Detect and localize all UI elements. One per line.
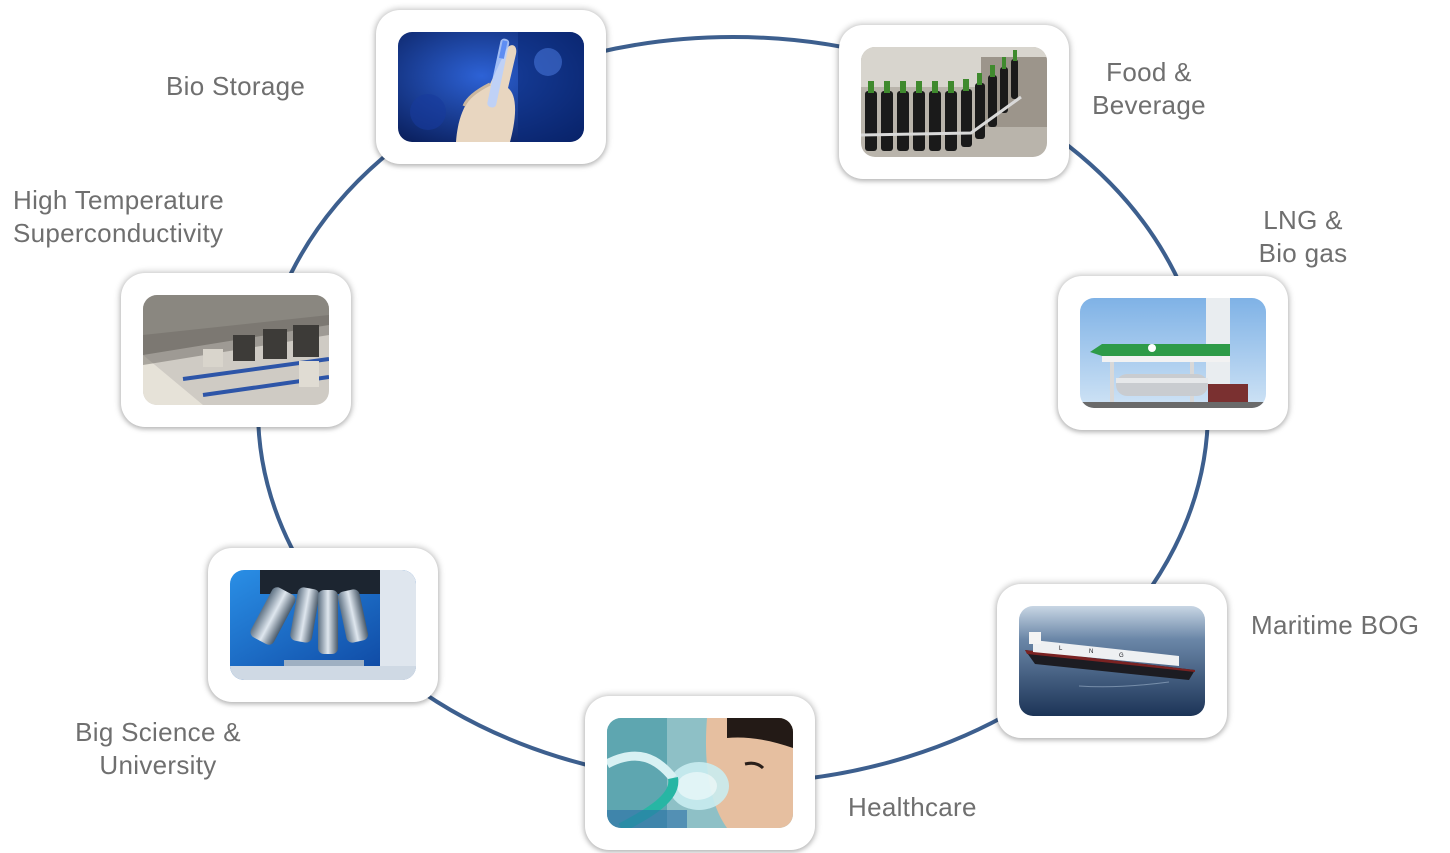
- node-hts: [121, 273, 351, 427]
- big-science-image: [230, 570, 416, 680]
- bio-storage-image: [398, 32, 584, 142]
- svg-text:L: L: [1059, 646, 1063, 652]
- food-beverage-image: [861, 47, 1047, 157]
- node-lng-biogas: [1058, 276, 1288, 430]
- node-big-science: [208, 548, 438, 702]
- healthcare-image: [607, 718, 793, 828]
- label-hts: High Temperature Superconductivity: [13, 185, 224, 248]
- lng-biogas-image: [1080, 298, 1266, 408]
- label-maritime-bog: Maritime BOG: [1251, 610, 1420, 640]
- node-maritime-bog: L N G: [997, 584, 1227, 738]
- node-healthcare: [585, 696, 815, 850]
- node-bio-storage: [376, 10, 606, 164]
- label-food-beverage: Food & Beverage: [1092, 57, 1206, 120]
- maritime-bog-image: L N G: [1019, 606, 1205, 716]
- svg-text:G: G: [1119, 653, 1124, 659]
- svg-text:N: N: [1089, 649, 1093, 655]
- label-lng-biogas: LNG & Bio gas: [1258, 205, 1348, 268]
- hts-image: [143, 295, 329, 405]
- label-healthcare: Healthcare: [848, 792, 977, 822]
- label-big-science: Big Science & University: [75, 717, 241, 780]
- label-bio-storage: Bio Storage: [166, 71, 306, 101]
- node-food-beverage: [839, 25, 1069, 179]
